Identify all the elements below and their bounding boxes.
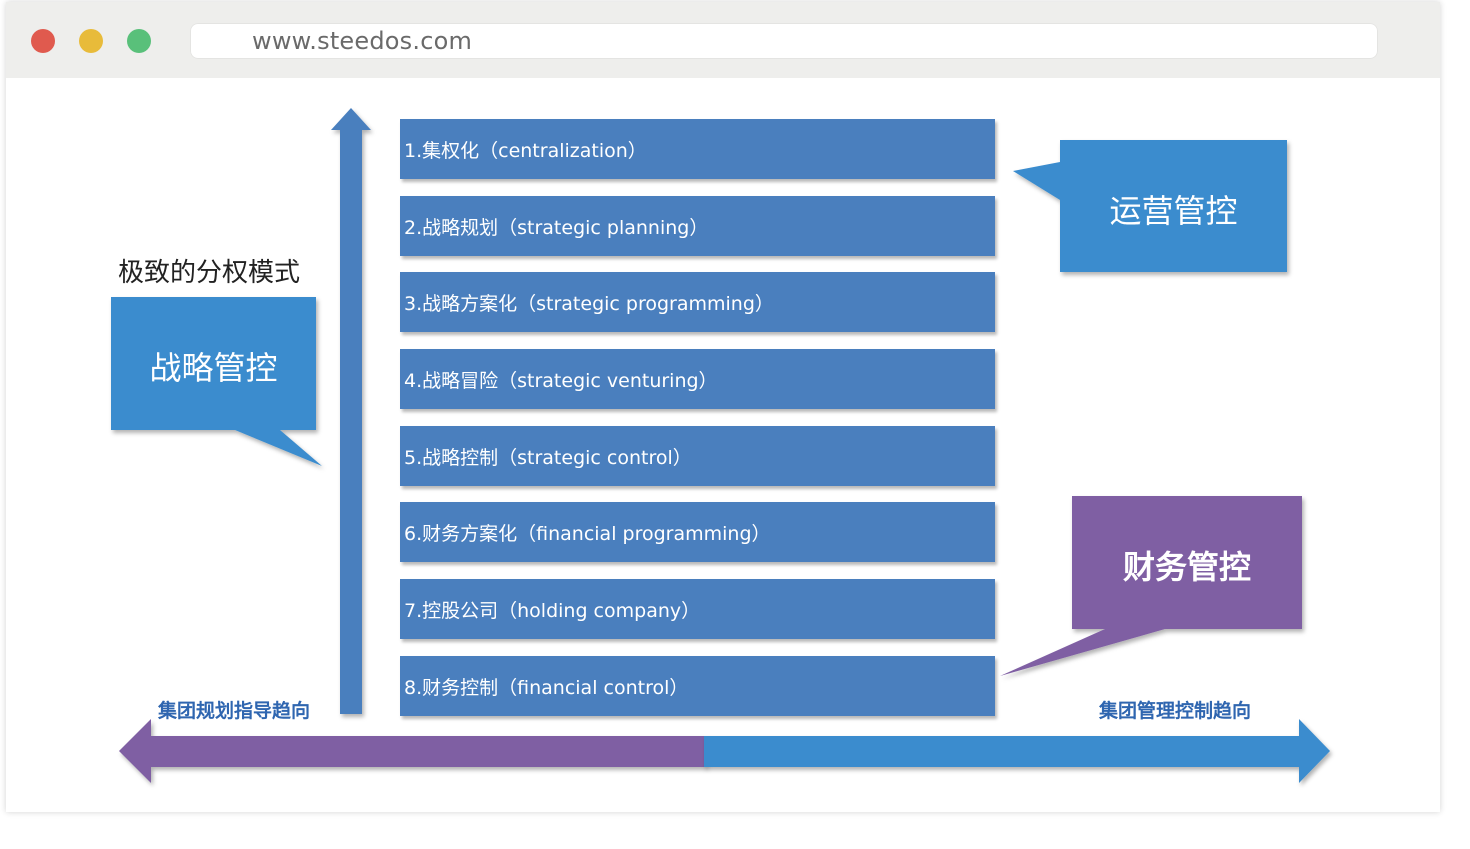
decentralization-caption: 极致的分权模式 [118,258,301,288]
axis-left-label: 集团规划指导趋向 [158,700,311,722]
axis-right-label: 集团管理控制趋向 [1099,700,1252,722]
strategic-callout-label: 战略管控 [149,349,278,387]
url-text: www.steedos.com [252,27,473,55]
control-mode-row-1: 1.集权化（centralization） [400,119,995,179]
address-bar[interactable]: www.steedos.com [190,23,1378,59]
control-mode-row-5: 5.战略控制（strategic control） [400,426,995,486]
control-mode-row-4: 4.战略冒险（strategic venturing） [400,349,995,409]
control-mode-row-8: 8.财务控制（financial control） [400,656,995,716]
vertical-arrow [331,108,371,714]
browser-toolbar: www.steedos.com [6,2,1440,78]
control-mode-row-7: 7.控股公司（holding company） [400,579,995,639]
finance-callout-label: 财务管控 [1122,548,1251,586]
horizontal-arrow-right-blue [704,719,1330,783]
operations-callout-label: 运营管控 [1109,192,1238,230]
strategic-callout-shape [111,297,322,466]
finance-callout-shape [1000,496,1302,676]
operations-callout-shape [1013,140,1287,272]
maximize-window-button[interactable] [127,29,151,53]
control-mode-row-6: 6.财务方案化（financial programming） [400,502,995,562]
horizontal-arrow-left-purple [119,719,706,783]
close-window-button[interactable] [31,29,55,53]
control-mode-row-3: 3.战略方案化（strategic programming） [400,272,995,332]
control-mode-row-2: 2.战略规划（strategic planning） [400,196,995,256]
minimize-window-button[interactable] [79,29,103,53]
